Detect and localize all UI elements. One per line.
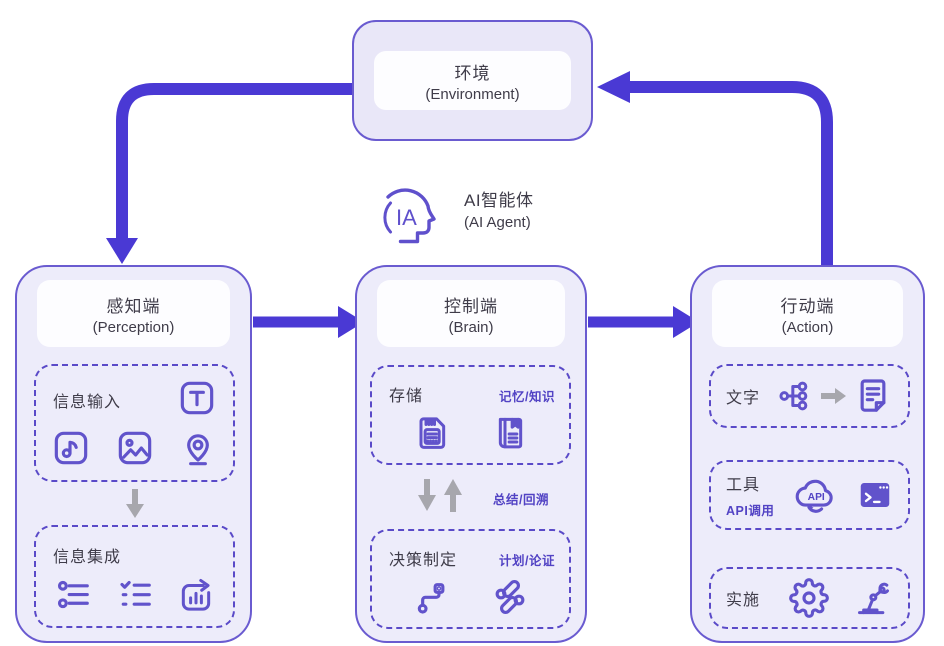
- environment-title: 环境: [454, 63, 491, 83]
- tools-label: 工具: [726, 477, 761, 494]
- action-to-env-connector: [630, 81, 833, 266]
- env-to-perception-connector: [116, 83, 352, 240]
- checklist-icon: [116, 576, 154, 614]
- perception-title: 感知端: [106, 296, 161, 316]
- environment-box: 环境 (Environment): [352, 20, 593, 141]
- cloud-api-text: API: [808, 492, 825, 503]
- implement-section: 实施: [709, 567, 910, 629]
- text-output-section: 文字: [709, 364, 910, 428]
- tools-section: 工具 API调用 API: [709, 460, 910, 530]
- loop-up-down-arrows-icon: [417, 479, 463, 513]
- location-icon: [178, 428, 218, 468]
- book-icon: [490, 413, 530, 453]
- arrow-right-icon: [821, 388, 847, 404]
- chart-icon: [177, 576, 215, 614]
- perception-column: 感知端 (Perception) 信息输入: [15, 265, 252, 643]
- agent-title: AI智能体: [464, 191, 534, 210]
- filter-list-icon: [54, 576, 92, 614]
- agent-avatar-label: IA: [396, 205, 417, 230]
- music-icon: [51, 428, 91, 468]
- text-output-label: 文字: [726, 390, 761, 407]
- sd-card-icon: [412, 413, 452, 453]
- info-integration-label: 信息集成: [53, 549, 122, 566]
- flow-down-arrow-icon: [124, 489, 146, 521]
- ai-agent-label: AI智能体 (AI Agent): [464, 186, 534, 231]
- decision-label: 决策制定: [389, 552, 458, 569]
- info-integration-section: 信息集成: [34, 525, 235, 628]
- brain-title: 控制端: [444, 296, 498, 316]
- storage-label: 存储: [389, 388, 424, 405]
- decision-section: 决策制定 计划/论证: [370, 529, 571, 629]
- action-title: 行动端: [780, 296, 835, 316]
- info-input-section: 信息输入: [34, 364, 235, 482]
- gear-icon: [789, 578, 829, 618]
- environment-subtitle: (Environment): [425, 85, 520, 103]
- terminal-icon: [857, 478, 893, 512]
- action-subtitle: (Action): [781, 318, 834, 336]
- info-input-label: 信息输入: [53, 394, 122, 411]
- text-icon: [177, 378, 217, 418]
- brain-column: 控制端 (Brain) 存储 记忆/知识: [355, 265, 587, 643]
- loop-tag: 总结/回溯: [493, 493, 549, 507]
- brain-header: 控制端 (Brain): [377, 280, 565, 347]
- perception-header: 感知端 (Perception): [37, 280, 230, 347]
- image-icon: [115, 428, 155, 468]
- arrowhead-down-icon: [106, 238, 138, 264]
- ai-agent-head-icon: IA: [366, 174, 444, 252]
- implement-label: 实施: [726, 592, 761, 609]
- storage-section: 存储 记忆/知识: [370, 365, 571, 465]
- perception-subtitle: (Perception): [92, 318, 175, 336]
- strategy-icon: [490, 577, 530, 617]
- brain-subtitle: (Brain): [448, 318, 494, 336]
- agent-subtitle: (AI Agent): [464, 214, 531, 231]
- action-header: 行动端 (Action): [712, 280, 903, 347]
- flow-icon: [412, 577, 452, 617]
- decision-tag: 计划/论证: [499, 554, 555, 568]
- storage-tag: 记忆/知识: [499, 390, 555, 404]
- robot-arm-icon: [851, 578, 893, 618]
- environment-card: 环境 (Environment): [374, 51, 571, 110]
- share-branch-icon: [777, 377, 815, 415]
- action-column: 行动端 (Action) 文字: [690, 265, 925, 643]
- tools-sub-label: API调用: [726, 504, 775, 518]
- arrowhead-left-icon: [597, 71, 630, 103]
- cloud-api-icon: API: [791, 473, 839, 517]
- document-icon: [853, 376, 893, 416]
